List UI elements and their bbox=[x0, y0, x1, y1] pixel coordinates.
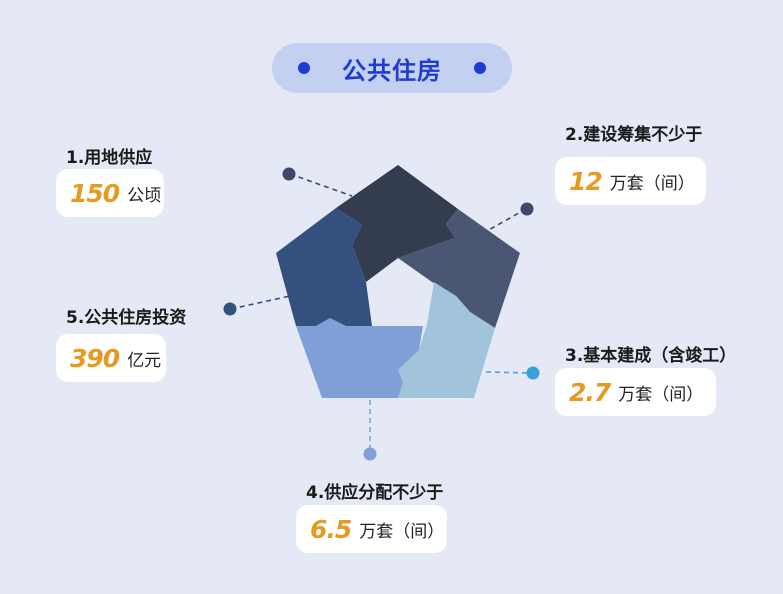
title-dot-right bbox=[474, 62, 486, 74]
item-3-label: 3.基本建成（含竣工） bbox=[565, 346, 737, 366]
item-2-unit: 万套（间） bbox=[609, 173, 695, 194]
item-2-label: 2.建设筹集不少于 bbox=[565, 125, 703, 145]
item-2-box: 12 万套（间） bbox=[555, 157, 706, 205]
item-4-value: 6.5 bbox=[310, 514, 352, 544]
connector-line-1 bbox=[289, 173, 353, 197]
connector-dot-1 bbox=[282, 167, 296, 181]
item-5-box: 390 亿元 bbox=[56, 334, 166, 382]
segment-top bbox=[336, 165, 458, 282]
item-4-box: 6.5 万套（间） bbox=[296, 505, 447, 553]
item-4-unit: 万套（间） bbox=[359, 521, 445, 542]
connector-dot-4 bbox=[363, 447, 377, 461]
item-5-value: 390 bbox=[70, 343, 120, 373]
item-5-unit: 亿元 bbox=[127, 350, 162, 371]
page-title: 公共住房 bbox=[342, 56, 442, 85]
item-3-box: 2.7 万套（间） bbox=[555, 368, 716, 416]
segment-bottom-right bbox=[398, 282, 495, 398]
segment-right bbox=[398, 209, 520, 328]
item-1-unit: 公顷 bbox=[127, 185, 162, 206]
item-5-label: 5.公共住房投资 bbox=[66, 308, 187, 328]
item-3-unit: 万套（间） bbox=[618, 384, 704, 405]
item-4-label: 4.供应分配不少于 bbox=[306, 483, 444, 503]
title-dot-left bbox=[298, 62, 310, 74]
item-2-value: 12 bbox=[569, 166, 603, 196]
segment-bottom-left bbox=[296, 318, 423, 398]
connector-line-3 bbox=[485, 371, 533, 374]
connector-dot-3 bbox=[526, 366, 540, 380]
item-1-value: 150 bbox=[70, 178, 120, 208]
connector-dot-2 bbox=[520, 202, 534, 216]
title-pill: 公共住房 bbox=[272, 43, 512, 93]
item-1-label: 1.用地供应 bbox=[66, 148, 153, 168]
segment-left bbox=[276, 208, 372, 326]
item-1-box: 150 公顷 bbox=[56, 169, 164, 217]
item-3-value: 2.7 bbox=[569, 377, 611, 407]
connector-line-5 bbox=[230, 295, 291, 310]
connector-dot-5 bbox=[223, 302, 237, 316]
